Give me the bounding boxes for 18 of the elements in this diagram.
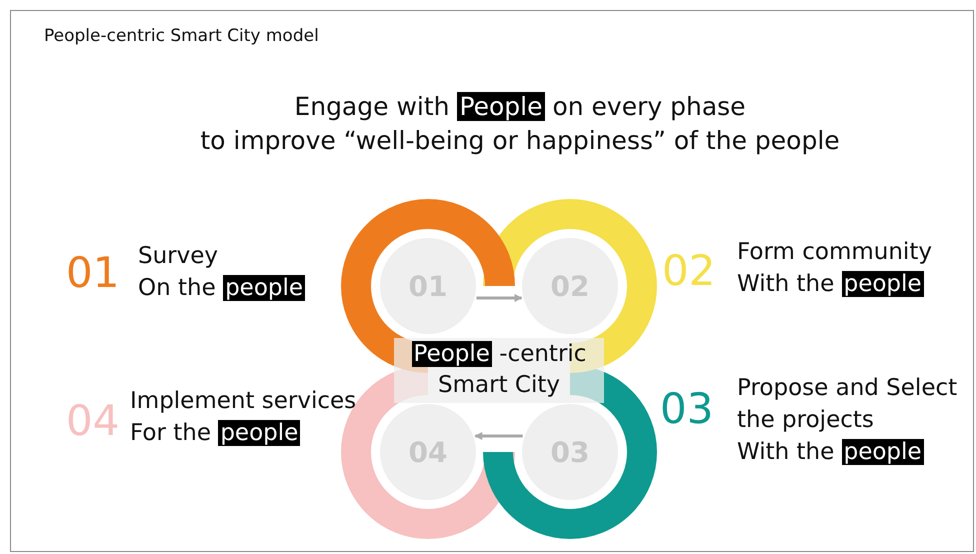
step-text: Implement services: [130, 387, 356, 416]
page-title: People-centric Smart City model: [44, 26, 319, 46]
arrow: [474, 432, 523, 440]
heading-line: to improve “well-being or happiness” of the people: [199, 126, 841, 155]
step-text: With the people: [737, 270, 924, 299]
step-text: Survey: [138, 242, 218, 271]
step-text: Form community: [737, 238, 932, 267]
step-number: 01: [66, 248, 120, 297]
step-number: 02: [662, 246, 716, 295]
step-text: Propose and Select the projects: [737, 374, 958, 435]
step-text: On the people: [138, 274, 306, 303]
arrow: [476, 294, 523, 302]
center-box: People -centric Smart City: [394, 338, 604, 403]
step-text: For the people: [130, 419, 300, 448]
step-number: 04: [66, 396, 120, 445]
step-number: 03: [660, 384, 714, 433]
step-text: With the people: [737, 438, 925, 467]
heading-line: Engage with People on every phase: [293, 92, 747, 121]
